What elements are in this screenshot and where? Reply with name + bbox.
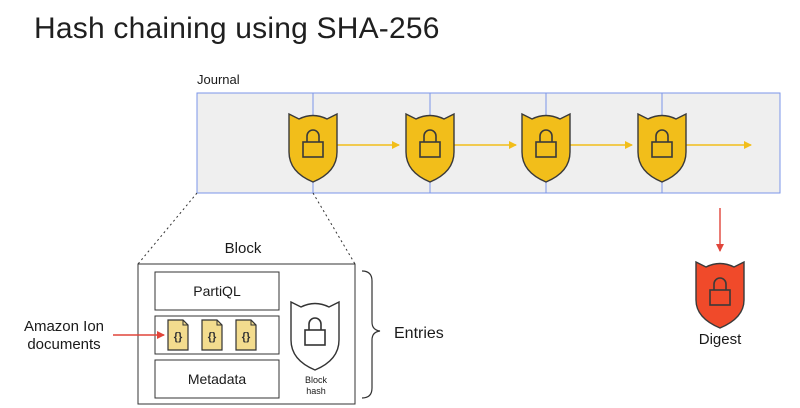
- block-hash-label-line2: hash: [306, 386, 326, 396]
- block-label: Block: [225, 240, 262, 257]
- ion-document-icon: {}: [201, 319, 223, 351]
- metadata-box: [154, 359, 280, 399]
- partiql-box: [154, 271, 280, 311]
- svg-text:{}: {}: [208, 331, 217, 343]
- zoom-line-left: [137, 192, 198, 265]
- block-hash-shield-icon: [521, 112, 571, 183]
- journal-strip: [196, 92, 781, 194]
- ion-label-line2: documents: [27, 336, 100, 353]
- block-hash-label-line1: Block: [305, 375, 328, 385]
- entries-brace: [361, 270, 381, 399]
- entries-label: Entries: [394, 325, 444, 342]
- digest-shield-icon: [695, 260, 745, 329]
- block-hash-shield-icon: [637, 112, 687, 183]
- block-hash-shield-icon: [405, 112, 455, 183]
- ion-label-line1: Amazon Ion: [24, 318, 104, 335]
- ion-document-icon: {}: [235, 319, 257, 351]
- page-title: Hash chaining using SHA-256: [34, 12, 440, 45]
- block-hash-shield-icon: [288, 112, 338, 183]
- digest-label: Digest: [699, 331, 742, 348]
- svg-text:{}: {}: [242, 331, 251, 343]
- svg-text:{}: {}: [174, 331, 183, 343]
- partiql-label: PartiQL: [193, 283, 241, 299]
- journal-label: Journal: [197, 72, 240, 87]
- metadata-label: Metadata: [188, 371, 247, 387]
- zoom-line-right: [312, 192, 356, 265]
- ion-document-icon: {}: [167, 319, 189, 351]
- block-hash-icon: [290, 300, 340, 371]
